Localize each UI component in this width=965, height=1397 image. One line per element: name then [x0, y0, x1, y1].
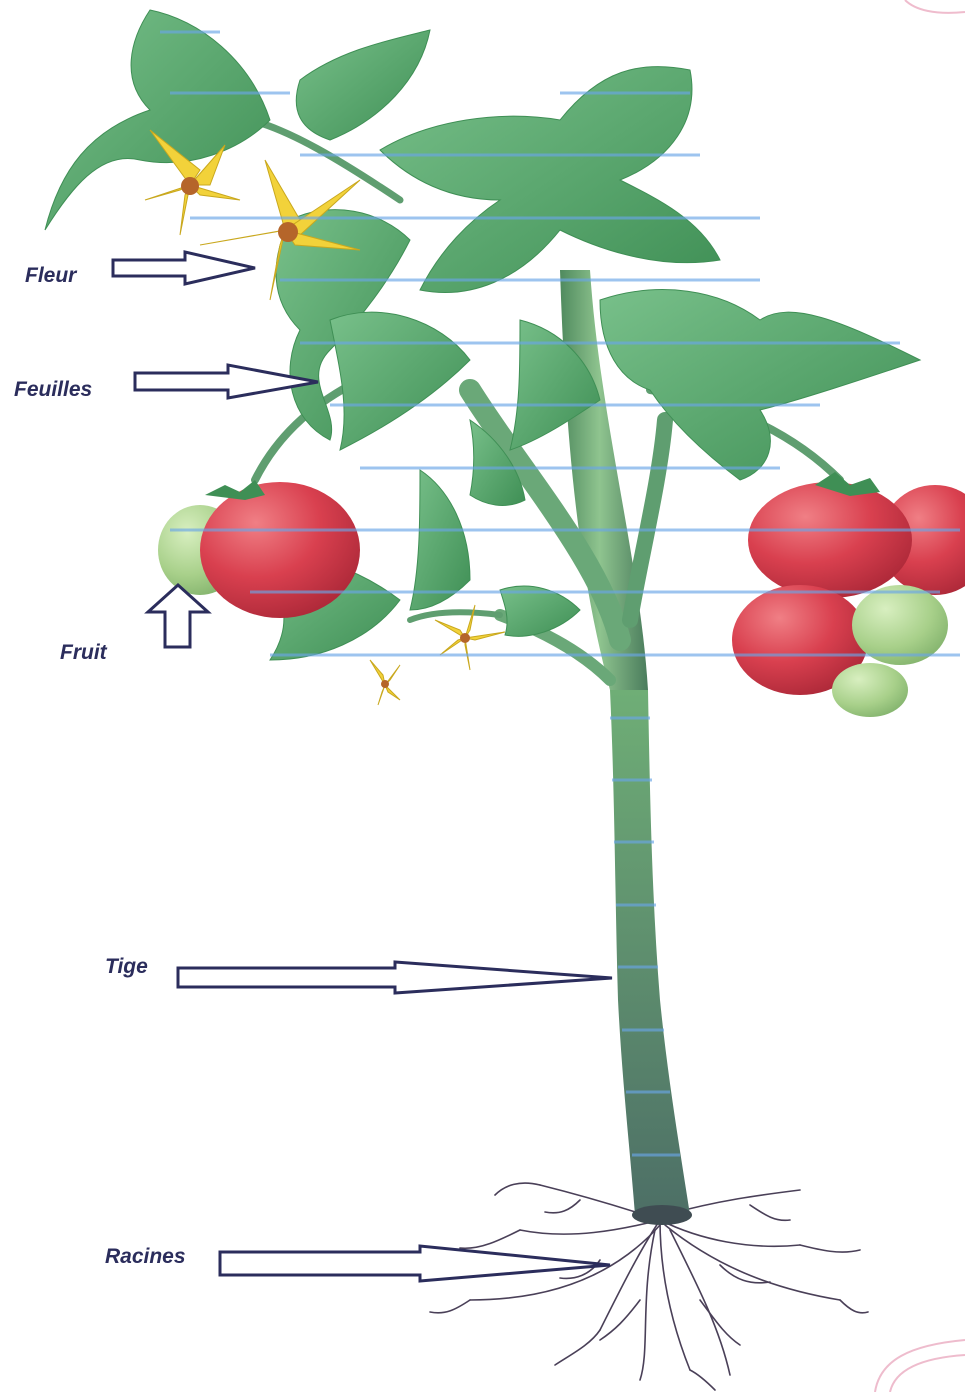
label-fleur: Fleur	[25, 264, 76, 288]
arrow-tige	[178, 962, 612, 993]
main-stem	[610, 690, 690, 1215]
tomatoes-right	[732, 472, 965, 717]
label-fruit: Fruit	[60, 641, 107, 665]
arrow-fleur	[113, 252, 255, 284]
stem-base	[632, 1205, 692, 1225]
flower-small-2	[370, 660, 400, 705]
label-racines: Racines	[105, 1245, 186, 1269]
label-feuilles: Feuilles	[14, 378, 92, 402]
arrow-racines	[220, 1246, 610, 1281]
label-tige: Tige	[105, 955, 148, 979]
